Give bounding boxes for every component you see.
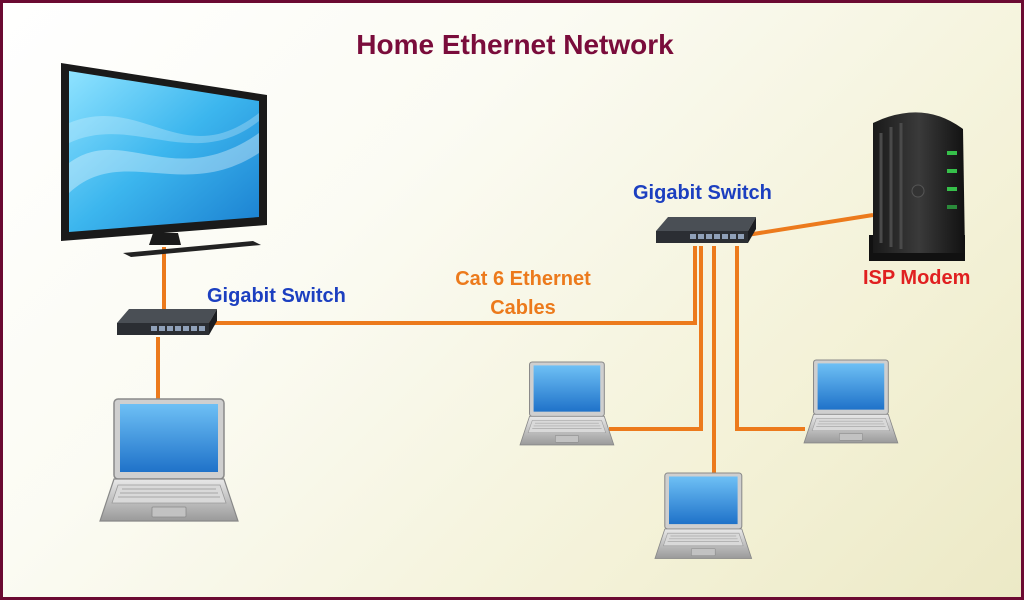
diagram-title: Home Ethernet Network [356, 29, 674, 60]
cable-switch-to-switch [207, 246, 697, 325]
cable-switch-modem [746, 213, 874, 237]
switch-icon [117, 309, 217, 335]
cable-switch-laptop-1 [609, 246, 703, 431]
cables-label-line1: Cat 6 Ethernet [455, 268, 591, 290]
cables-label: Cat 6 Ethernet Cables [443, 265, 603, 323]
switch-icon [656, 217, 756, 243]
tv-icon [61, 63, 267, 257]
ethernet-cables [156, 213, 874, 473]
laptop-icon [803, 359, 899, 444]
laptop-icon [654, 472, 753, 559]
network-diagram [61, 63, 965, 559]
laptop-icon [519, 361, 615, 446]
switch-label-right: Gigabit Switch [633, 182, 772, 204]
switch-label-left: Gigabit Switch [207, 285, 346, 307]
laptop-icon [99, 398, 239, 522]
modem-icon [869, 112, 965, 261]
cable-switch-laptop-3 [735, 246, 805, 431]
cables-label-line2: Cables [490, 297, 556, 319]
modem-label: ISP Modem [863, 267, 971, 289]
